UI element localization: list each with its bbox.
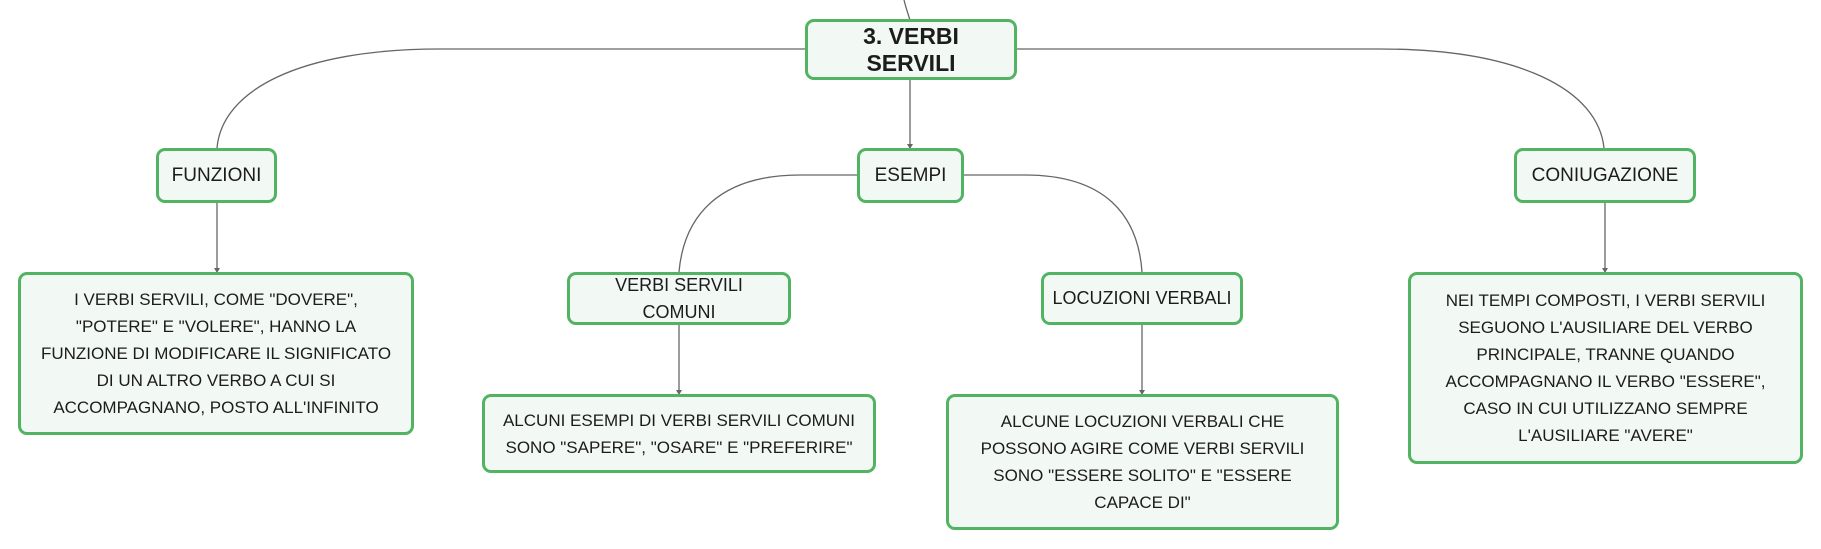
esempi-label: ESEMPI <box>874 165 947 186</box>
locuzioni-verbali-description-node[interactable]: ALCUNE LOCUZIONI VERBALI CHE POSSONO AGI… <box>946 394 1339 530</box>
coniugazione-label: CONIUGAZIONE <box>1531 165 1679 186</box>
funzioni-description-node[interactable]: I VERBI SERVILI, COME "DOVERE", "POTERE"… <box>18 272 414 435</box>
arrowhead <box>907 144 913 149</box>
connector-esempi-locuzioni <box>964 174 1143 273</box>
funzioni-description: I VERBI SERVILI, COME "DOVERE", "POTERE"… <box>40 290 392 417</box>
locuzioni-verbali-label: LOCUZIONI VERBALI <box>1052 288 1232 308</box>
connector-central-coniugazione <box>1016 48 1605 149</box>
central-topic-node[interactable]: 3. VERBI SERVILI <box>805 19 1017 80</box>
verbi-servili-comuni-description: ALCUNI ESEMPI DI VERBI SERVILI COMUNI SO… <box>502 410 856 457</box>
connector-parent <box>903 0 911 21</box>
esempi-node[interactable]: ESEMPI <box>857 148 964 203</box>
arrowhead <box>1139 390 1145 395</box>
arrowhead <box>676 390 682 395</box>
verbi-servili-comuni-description-node[interactable]: ALCUNI ESEMPI DI VERBI SERVILI COMUNI SO… <box>482 394 876 473</box>
central-topic-label: 3. VERBI SERVILI <box>863 22 959 76</box>
arrowhead <box>214 268 220 273</box>
verbi-servili-comuni-node[interactable]: VERBI SERVILI COMUNI <box>567 272 791 325</box>
arrowhead <box>1602 268 1608 273</box>
locuzioni-verbali-node[interactable]: LOCUZIONI VERBALI <box>1041 272 1243 325</box>
funzioni-label: FUNZIONI <box>171 165 262 186</box>
connector-esempi-comuni <box>678 174 858 273</box>
funzioni-node[interactable]: FUNZIONI <box>156 148 277 203</box>
coniugazione-description-node[interactable]: NEI TEMPI COMPOSTI, I VERBI SERVILI SEGU… <box>1408 272 1803 464</box>
coniugazione-description: NEI TEMPI COMPOSTI, I VERBI SERVILI SEGU… <box>1445 291 1766 445</box>
verbi-servili-comuni-label: VERBI SERVILI COMUNI <box>615 274 743 322</box>
coniugazione-node[interactable]: CONIUGAZIONE <box>1514 148 1696 203</box>
locuzioni-verbali-description: ALCUNE LOCUZIONI VERBALI CHE POSSONO AGI… <box>980 412 1305 512</box>
connector-central-funzioni <box>216 48 806 149</box>
